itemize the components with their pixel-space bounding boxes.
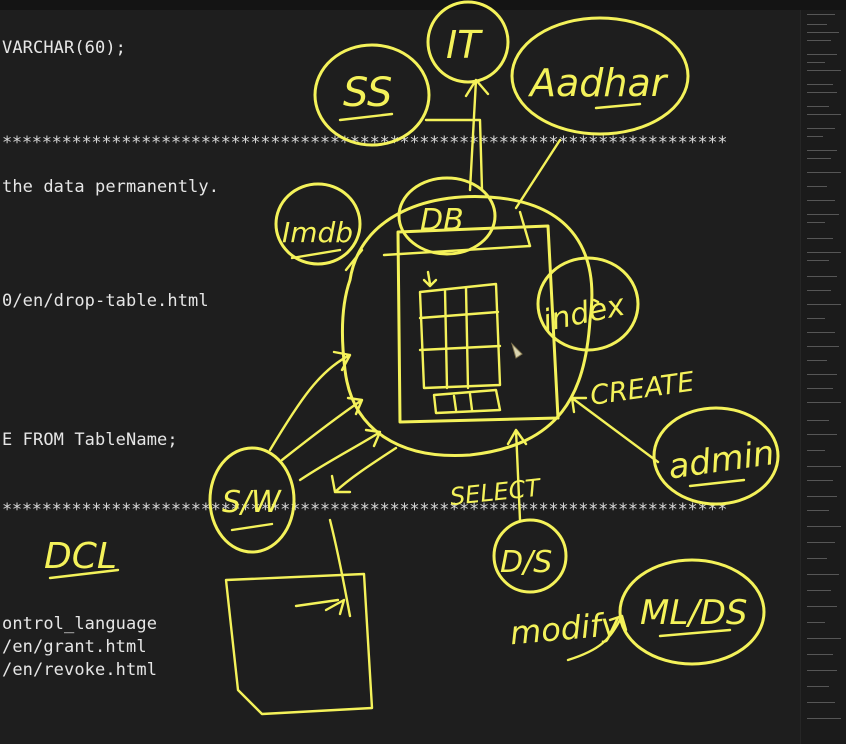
table-box-top-edge: [382, 244, 532, 257]
grid-row: [418, 344, 502, 352]
sw-arrow-2: [280, 396, 364, 462]
mlds-bubble: [618, 558, 766, 666]
pen-cursor-icon: [510, 342, 523, 359]
ss-bubble: [313, 43, 431, 147]
db-to-aadhar-line: [514, 138, 562, 210]
grid-col: [464, 286, 470, 390]
sw-arrow-1: [268, 350, 352, 452]
sw-underline: [230, 522, 274, 532]
table-box: [396, 224, 560, 424]
small-table-cols: [452, 392, 474, 412]
code-line: /en/revoke.html: [2, 660, 158, 680]
sw-box-connector: [328, 518, 352, 618]
admin-label: admin: [666, 433, 777, 487]
modify-label: modify: [508, 605, 622, 653]
imdb-label: Imdb: [282, 216, 353, 249]
index-connector: [592, 298, 600, 304]
sw-label: S/W: [222, 485, 282, 520]
code-line: /en/grant.html: [2, 637, 147, 657]
index-label: index: [540, 288, 628, 339]
db-bubble: [397, 176, 497, 256]
admin-underline: [688, 478, 746, 488]
separator-line: ****************************************…: [2, 500, 728, 520]
select-label: SELECT: [449, 474, 544, 512]
mlds-label: ML/DS: [640, 593, 748, 633]
small-table: [432, 388, 502, 415]
db-label: DB: [420, 203, 464, 238]
ss-connector: [424, 118, 484, 192]
ds-label: D/S: [500, 545, 552, 580]
aadhar-label: Aadhar: [527, 61, 669, 105]
imdb-underline: [290, 248, 342, 260]
imdb-connector: [344, 248, 364, 272]
code-line: E FROM TableName;: [2, 430, 178, 450]
dcl-underline: [48, 568, 120, 580]
sw-box-arrow: [294, 598, 346, 616]
minimap[interactable]: [800, 10, 846, 744]
grid-row: [418, 310, 500, 320]
sw-return-arrow: [330, 446, 398, 494]
ds-to-db-arrow: [506, 428, 528, 522]
admin-bubble: [652, 406, 780, 506]
grid-table: [418, 282, 502, 390]
mlds-underline: [658, 628, 732, 638]
ss-underline: [338, 112, 394, 122]
code-line: VARCHAR(60);: [2, 38, 127, 58]
index-bubble: [536, 256, 640, 352]
down-arrow-icon: [422, 270, 438, 288]
db-to-it-arrow: [464, 78, 490, 192]
code-line: the data permanently.: [2, 177, 220, 197]
it-label: IT: [446, 23, 483, 67]
table-box-corner: [518, 210, 532, 248]
window-top-strip: [0, 0, 846, 10]
code-editor[interactable]: VARCHAR(60); ***************************…: [0, 0, 800, 744]
database-circle: [341, 195, 594, 458]
aadhar-underline: [594, 102, 642, 110]
sw-arrow-3: [298, 428, 382, 482]
grid-col: [443, 288, 449, 390]
dcl-label: DCL: [44, 536, 117, 577]
modify-arrow: [566, 614, 628, 662]
code-line: ontrol_language: [2, 614, 158, 634]
admin-arrow: [570, 396, 660, 464]
aadhar-bubble: [510, 16, 690, 136]
ss-label: SS: [343, 70, 392, 116]
sw-box: [224, 572, 374, 716]
imdb-bubble: [274, 182, 362, 266]
create-label: CREATE: [588, 367, 696, 412]
code-line: 0/en/drop-table.html: [2, 291, 209, 311]
it-bubble: [426, 0, 510, 84]
ds-bubble: [492, 518, 568, 594]
sw-bubble: [208, 446, 296, 554]
separator-line: ****************************************…: [2, 133, 728, 153]
